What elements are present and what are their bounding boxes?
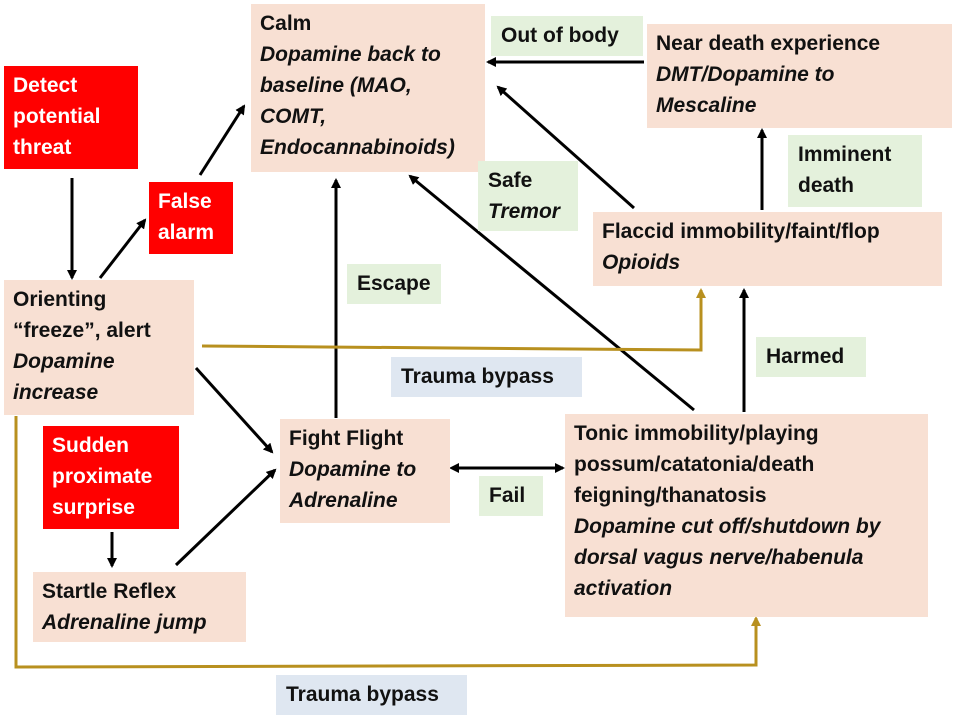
trauma-bypass-line-lower (14, 416, 761, 669)
imminent-death-line: death (798, 174, 855, 197)
tremor-text: Tremor (488, 200, 560, 223)
tonic-line: Dopamine cut off/shutdown by (574, 515, 881, 538)
harmed-text: Harmed (766, 345, 845, 368)
near-death-title: Near death experience (656, 32, 881, 55)
false-alarm-line: False (158, 190, 212, 213)
label-safe-tremor: Safe Tremor (478, 161, 578, 231)
orienting-line: “freeze”, alert (13, 319, 151, 342)
flaccid-immobility-node: Flaccid immobility/faint/flop Opioids (593, 212, 942, 286)
false-alarm-node: False alarm (149, 182, 233, 254)
detect-line: Detect (13, 74, 78, 97)
false-alarm-line: alarm (158, 221, 215, 244)
detect-threat-node: Detect potential threat (4, 66, 138, 169)
label-imminent-death: Imminent death (788, 135, 922, 207)
label-out-of-body: Out of body (491, 16, 643, 56)
tonic-line: feigning/thanatosis (574, 484, 767, 507)
sudden-line: proximate (52, 465, 153, 488)
sudden-line: Sudden (52, 434, 129, 457)
orienting-line: Orienting (13, 288, 107, 311)
tonic-line: possum/catatonia/death (574, 453, 815, 476)
arrow-orienting-to-false-alarm (98, 218, 147, 279)
sudden-line: surprise (52, 496, 135, 519)
out-of-body-text: Out of body (501, 24, 619, 47)
tonic-line: dorsal vagus nerve/habenula (574, 546, 864, 569)
near-death-node: Near death experience DMT/Dopamine to Me… (647, 24, 952, 128)
label-trauma-bypass-upper: Trauma bypass (391, 357, 582, 397)
near-death-line: DMT/Dopamine to (656, 63, 835, 86)
orienting-line: increase (13, 381, 99, 404)
near-death-line: Mescaline (656, 94, 757, 117)
arrow-orienting-to-fight-flight (194, 366, 274, 454)
fight-flight-title: Fight Flight (289, 427, 404, 450)
detect-line: potential (13, 105, 101, 128)
calm-node: Calm Dopamine back to baseline (MAO, COM… (251, 4, 485, 172)
flaccid-title: Flaccid immobility/faint/flop (602, 220, 880, 243)
label-harmed: Harmed (756, 337, 866, 377)
fight-flight-line: Dopamine to (289, 458, 417, 481)
safe-text: Safe (488, 169, 533, 192)
calm-line: COMT, (260, 105, 327, 128)
tonic-line: activation (574, 577, 673, 600)
tonic-immobility-node: Tonic immobility/playing possum/catatoni… (565, 414, 928, 617)
label-fail: Fail (479, 476, 543, 516)
startle-reflex-node: Startle Reflex Adrenaline jump (33, 572, 246, 642)
calm-line: baseline (MAO, (260, 74, 412, 97)
sudden-surprise-node: Sudden proximate surprise (43, 426, 179, 529)
label-trauma-bypass-lower: Trauma bypass (276, 675, 467, 715)
trauma-bypass-line-upper (201, 288, 706, 352)
fail-text: Fail (489, 484, 526, 507)
escape-text: Escape (357, 272, 431, 295)
calm-line: Dopamine back to (260, 43, 441, 66)
fight-flight-line: Adrenaline (289, 489, 398, 512)
arrow-false-alarm-to-calm (198, 104, 246, 176)
calm-line: Endocannabinoids) (260, 136, 455, 159)
label-escape: Escape (347, 264, 441, 304)
trauma-bypass-text: Trauma bypass (401, 365, 554, 388)
arrow-tonic-to-calm (408, 174, 695, 412)
orienting-line: Dopamine (13, 350, 115, 373)
arrow-flaccid-to-calm (496, 85, 635, 210)
detect-line: threat (13, 136, 72, 159)
startle-line: Adrenaline jump (42, 611, 207, 634)
imminent-death-line: Imminent (798, 143, 892, 166)
orienting-node: Orienting “freeze”, alert Dopamine incre… (4, 280, 194, 415)
tonic-line: Tonic immobility/playing (574, 422, 819, 445)
fight-flight-node: Fight Flight Dopamine to Adrenaline (280, 419, 450, 523)
arrow-startle-to-fight-flight (174, 468, 277, 567)
trauma-bypass-text: Trauma bypass (286, 683, 439, 706)
startle-title: Startle Reflex (42, 580, 177, 603)
calm-title: Calm (260, 12, 312, 35)
flaccid-line: Opioids (602, 251, 681, 274)
